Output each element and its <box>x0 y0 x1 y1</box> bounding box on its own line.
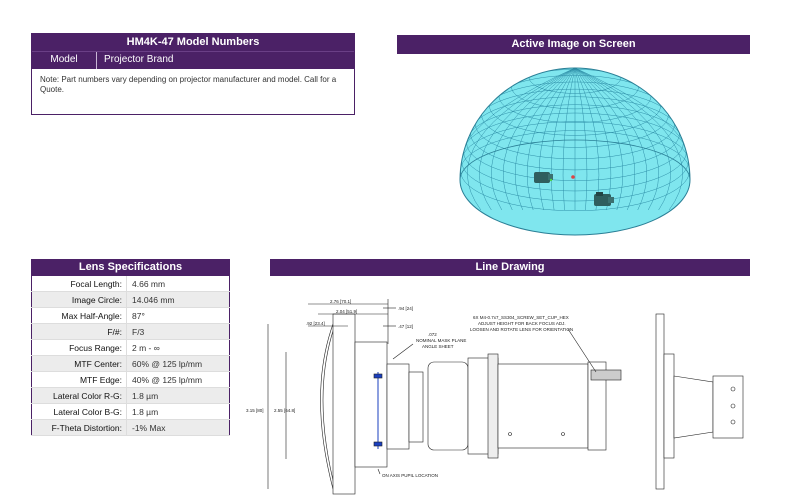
spec-row: MTF Center:60% @ 125 lp/mm <box>31 355 230 372</box>
spec-label: Focal Length: <box>31 276 127 292</box>
center-marker <box>571 175 575 179</box>
model-numbers-header-row: Model Projector Brand <box>32 51 354 69</box>
spec-row: F-Theta Distortion:-1% Max <box>31 419 230 436</box>
spec-value: 87° <box>126 307 230 324</box>
spec-label: F-Theta Distortion: <box>31 419 127 436</box>
active-image-title: Active Image on Screen <box>397 35 750 54</box>
spec-value: 1.8 µm <box>126 387 230 404</box>
lens-line-drawing: 2.76 [70.1] 2.04 [51.9] .92 [23.4] .94 [… <box>246 299 744 495</box>
dim-label: .47 [12] <box>398 324 413 329</box>
callout-angle-sheet: ANGLE SHEET <box>422 344 454 349</box>
spec-value: 14.046 mm <box>126 291 230 308</box>
spec-value: -1% Max <box>126 419 230 436</box>
dim-label: 2.76 [70.1] <box>330 299 351 304</box>
spec-row: MTF Edge:40% @ 125 lp/mm <box>31 371 230 388</box>
spec-label: Max Half-Angle: <box>31 307 127 324</box>
spec-value: 60% @ 125 lp/mm <box>126 355 230 372</box>
spec-value: 4.66 mm <box>126 276 230 292</box>
spec-label: F/#: <box>31 323 127 340</box>
callout-back-focus: ADJUST HEIGHT FOR BACK FOCUS ADJ. <box>478 321 566 326</box>
spec-row: Max Half-Angle:87° <box>31 307 230 324</box>
dim-label: .072 <box>428 332 437 337</box>
model-numbers-note: Note: Part numbers vary depending on pro… <box>40 75 337 94</box>
spec-value: 1.8 µm <box>126 403 230 420</box>
callout-mask-plane: NOMINAL MASK PLANE <box>416 338 466 343</box>
spec-row: Lateral Color B-G:1.8 µm <box>31 403 230 420</box>
dim-label: 2.04 [51.9] <box>336 309 357 314</box>
spec-value: F/3 <box>126 323 230 340</box>
spec-label: MTF Center: <box>31 355 127 372</box>
callout-set-screw: 6X M4-0.7x7_SS304_SCREW_SET_CUP_HEX <box>473 315 569 320</box>
dim-label: 3.15 [80] <box>246 408 264 413</box>
spec-row: Focal Length:4.66 mm <box>31 276 230 292</box>
dim-label: .92 [23.4] <box>306 321 325 326</box>
spec-row: F/#:F/3 <box>31 323 230 340</box>
lens-specs-title: Lens Specifications <box>31 259 230 276</box>
projector-icon <box>534 172 553 183</box>
callout-orientation: LOOSEN AND ROTATE LENS FOR ORIENTATION <box>470 327 573 332</box>
spec-value: 2 m - ∞ <box>126 339 230 356</box>
column-model: Model <box>32 52 97 69</box>
model-numbers-title: HM4K-47 Model Numbers <box>32 34 354 51</box>
spec-value: 40% @ 125 lp/mm <box>126 371 230 388</box>
spec-label: Image Circle: <box>31 291 127 308</box>
spec-label: MTF Edge: <box>31 371 127 388</box>
spec-label: Focus Range: <box>31 339 127 356</box>
callout-pupil-location: ON AXIS PUPIL LOCATION <box>382 473 438 478</box>
spec-row: Lateral Color R-G:1.8 µm <box>31 387 230 404</box>
spec-label: Lateral Color R-G: <box>31 387 127 404</box>
line-drawing-title: Line Drawing <box>270 259 750 276</box>
model-numbers-panel: HM4K-47 Model Numbers Model Projector Br… <box>31 33 355 115</box>
projector-icon <box>594 192 614 206</box>
column-projector-brand: Projector Brand <box>104 54 174 65</box>
dim-label: .94 [24] <box>398 306 413 311</box>
spec-row: Image Circle:14.046 mm <box>31 291 230 308</box>
dome-image <box>459 67 691 236</box>
dim-label: 2.55 [64.8] <box>274 408 295 413</box>
spec-label: Lateral Color B-G: <box>31 403 127 420</box>
spec-row: Focus Range:2 m - ∞ <box>31 339 230 356</box>
